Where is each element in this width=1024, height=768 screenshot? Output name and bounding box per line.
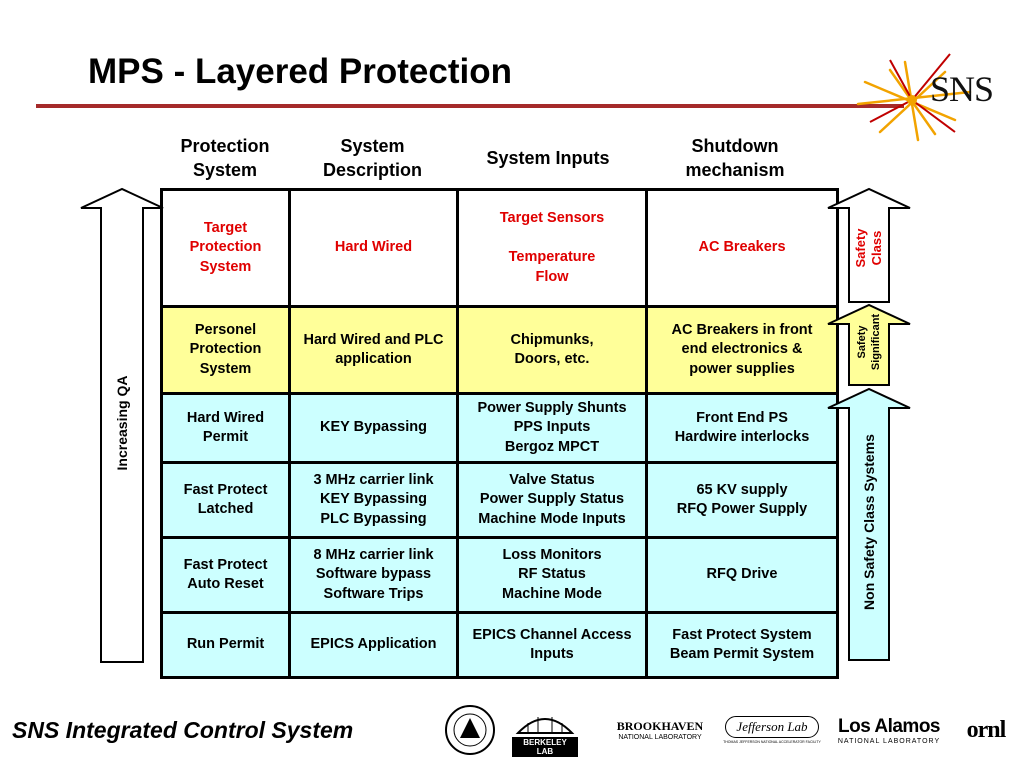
brookhaven-logo: BROOKHAVEN NATIONAL LABORATORY bbox=[608, 702, 712, 758]
table-cell-row3-system-inputs: Power Supply Shunts PPS Inputs Bergoz MP… bbox=[459, 395, 645, 461]
table-cell-text: 3 MHz carrier link KEY Bypassing PLC Byp… bbox=[313, 471, 434, 527]
table-cell-row5-system-description: 8 MHz carrier link Software bypass Softw… bbox=[291, 539, 456, 611]
increasing-qa-label: Increasing QA bbox=[114, 375, 130, 471]
table-cell-text: Front End PS Hardwire interlocks bbox=[674, 409, 810, 446]
sns-logo-text: SNS bbox=[930, 69, 994, 109]
table-cell-text: KEY Bypassing bbox=[320, 419, 427, 436]
table-cell-row1-shutdown-mechanism: AC Breakers bbox=[648, 191, 836, 305]
non-safety-class-label: Non Safety Class Systems bbox=[861, 434, 877, 610]
column-header-system-inputs: System Inputs bbox=[486, 148, 610, 168]
table-cell-text: EPICS Channel Access Inputs bbox=[472, 626, 632, 663]
table-cell-row2-system-inputs: Chipmunks, Doors, etc. bbox=[459, 308, 645, 392]
protection-layers-table: Target Protection System Hard Wired Target… bbox=[160, 188, 839, 679]
los-alamos-name: Los Alamos bbox=[838, 715, 941, 737]
column-header-shutdown-mechanism: Shutdown mechanism bbox=[685, 136, 785, 180]
table-cell-row6-shutdown-mechanism: Fast Protect System Beam Permit System bbox=[648, 614, 836, 676]
table-cell-row4-protection-system: Fast Protect Latched bbox=[163, 464, 288, 536]
table-cell-row2-protection-system: Personel Protection System bbox=[163, 308, 288, 392]
table-cell-text: 8 MHz carrier link Software bypass Softw… bbox=[313, 546, 434, 602]
table-cell-text: AC Breakers bbox=[698, 239, 786, 256]
table-cell-row3-system-description: KEY Bypassing bbox=[291, 395, 456, 461]
ornl-logo: ornl bbox=[954, 702, 1018, 758]
table-cell-text: Personel Protection System bbox=[189, 321, 262, 377]
table-cell-text: Hard Wired bbox=[334, 239, 413, 256]
table-cell-row2-shutdown-mechanism: AC Breakers in front end electronics & p… bbox=[648, 308, 836, 392]
brookhaven-sub: NATIONAL LABORATORY bbox=[618, 734, 702, 741]
slide-title: MPS - Layered Protection bbox=[88, 52, 512, 91]
berkeley-lab-text: BERKELEY LAB bbox=[512, 737, 578, 757]
table-cell-text: AC Breakers in front end electronics & p… bbox=[671, 321, 813, 377]
table-cell-row5-protection-system: Fast Protect Auto Reset bbox=[163, 539, 288, 611]
title-rule bbox=[36, 104, 904, 108]
table-cell-row1-protection-system: Target Protection System bbox=[163, 191, 288, 305]
jefferson-lab-sub: THOMAS JEFFERSON NATIONAL ACCELERATOR FA… bbox=[723, 740, 821, 744]
table-cell-text: Fast Protect Latched bbox=[183, 481, 268, 518]
safety-class-label: Safety Class bbox=[853, 228, 884, 268]
argonne-seal-icon bbox=[445, 705, 495, 755]
jefferson-lab-name: Jefferson Lab bbox=[725, 716, 819, 738]
jefferson-lab-logo: Jefferson Lab THOMAS JEFFERSON NATIONAL … bbox=[722, 702, 822, 758]
table-cell-row1-system-inputs: Target Sensors Temperature Flow bbox=[459, 191, 645, 305]
argonne-logo bbox=[440, 702, 500, 758]
los-alamos-logo: Los Alamos NATIONAL LABORATORY bbox=[834, 702, 944, 758]
sns-logo-icon bbox=[856, 53, 972, 142]
table-cell-text: Hard Wired Permit bbox=[186, 409, 265, 446]
table-cell-text: EPICS Application bbox=[310, 636, 437, 653]
table-cell-text: Hard Wired and PLC application bbox=[303, 331, 444, 368]
ornl-name: ornl bbox=[966, 716, 1007, 743]
table-cell-text: Run Permit bbox=[186, 636, 265, 653]
table-cell-row5-shutdown-mechanism: RFQ Drive bbox=[648, 539, 836, 611]
table-cell-text: Power Supply Shunts PPS Inputs Bergoz MP… bbox=[477, 399, 627, 455]
table-cell-row6-protection-system: Run Permit bbox=[163, 614, 288, 676]
column-header-protection-system: Protection System bbox=[180, 136, 270, 180]
column-header-system-description: System Description bbox=[322, 136, 423, 180]
table-cell-text: Target Protection System bbox=[189, 219, 262, 275]
table-cell-text: RFQ Drive bbox=[706, 566, 778, 583]
table-cell-text: 65 KV supply RFQ Power Supply bbox=[676, 481, 808, 518]
table-cell-text: Loss Monitors RF Status Machine Mode bbox=[502, 546, 602, 602]
footer-title: SNS Integrated Control System bbox=[12, 717, 354, 743]
los-alamos-sub: NATIONAL LABORATORY bbox=[837, 737, 941, 745]
table-cell-text: Chipmunks, Doors, etc. bbox=[510, 331, 594, 368]
table-cell-row6-system-description: EPICS Application bbox=[291, 614, 456, 676]
safety-significant-label: Safety Significant bbox=[856, 313, 882, 371]
table-cell-row4-shutdown-mechanism: 65 KV supply RFQ Power Supply bbox=[648, 464, 836, 536]
table-cell-row1-system-description: Hard Wired bbox=[291, 191, 456, 305]
table-cell-row2-system-description: Hard Wired and PLC application bbox=[291, 308, 456, 392]
table-cell-row6-system-inputs: EPICS Channel Access Inputs bbox=[459, 614, 645, 676]
table-cell-text: Fast Protect Auto Reset bbox=[183, 556, 268, 593]
table-cell-text: Fast Protect System Beam Permit System bbox=[669, 626, 815, 663]
brookhaven-name: BROOKHAVEN bbox=[616, 719, 704, 733]
berkeley-lab-logo: BERKELEY LAB bbox=[512, 702, 578, 758]
berkeley-building-icon bbox=[515, 717, 575, 734]
table-cell-row4-system-inputs: Valve Status Power Supply Status Machine… bbox=[459, 464, 645, 536]
table-cell-text: Valve Status Power Supply Status Machine… bbox=[478, 471, 626, 527]
table-cell-row4-system-description: 3 MHz carrier link KEY Bypassing PLC Byp… bbox=[291, 464, 456, 536]
table-cell-row3-shutdown-mechanism: Front End PS Hardwire interlocks bbox=[648, 395, 836, 461]
table-cell-text: Target Sensors Temperature Flow bbox=[499, 210, 605, 285]
table-cell-row5-system-inputs: Loss Monitors RF Status Machine Mode bbox=[459, 539, 645, 611]
table-cell-row3-protection-system: Hard Wired Permit bbox=[163, 395, 288, 461]
